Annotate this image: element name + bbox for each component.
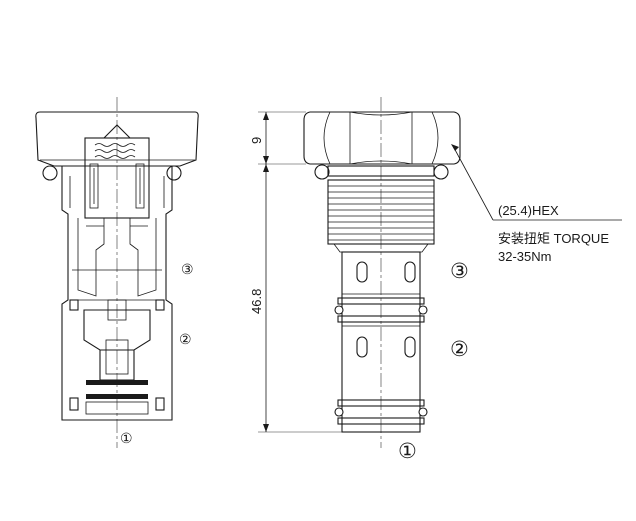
- spring: [89, 143, 145, 209]
- left-port-1: ①: [120, 430, 133, 446]
- dimensions: 9 46.8: [249, 111, 342, 433]
- right-external-view: 9 46.8 (25.4)HEX 安装扭矩 TORQUE 32-35Nm ③ ②…: [249, 97, 622, 463]
- thread: [327, 179, 435, 253]
- hex-callout: (25.4)HEX 安装扭矩 TORQUE 32-35Nm: [451, 144, 622, 264]
- hex-nut: [303, 111, 461, 165]
- left-section-view: ③ ② ①: [35, 97, 199, 448]
- callout-torque-value: 32-35Nm: [498, 249, 551, 264]
- dim-hex-height: 9: [249, 137, 264, 144]
- callout-torque-label: 安装扭矩 TORQUE: [498, 231, 609, 246]
- dim-total-length: 46.8: [249, 289, 264, 314]
- left-port-3: ③: [181, 261, 194, 277]
- right-port-2: ②: [450, 338, 469, 361]
- right-port-3: ③: [450, 260, 469, 283]
- left-port-2: ②: [179, 331, 192, 347]
- right-port-1: ①: [398, 440, 417, 463]
- callout-hex-size: (25.4)HEX: [498, 203, 559, 218]
